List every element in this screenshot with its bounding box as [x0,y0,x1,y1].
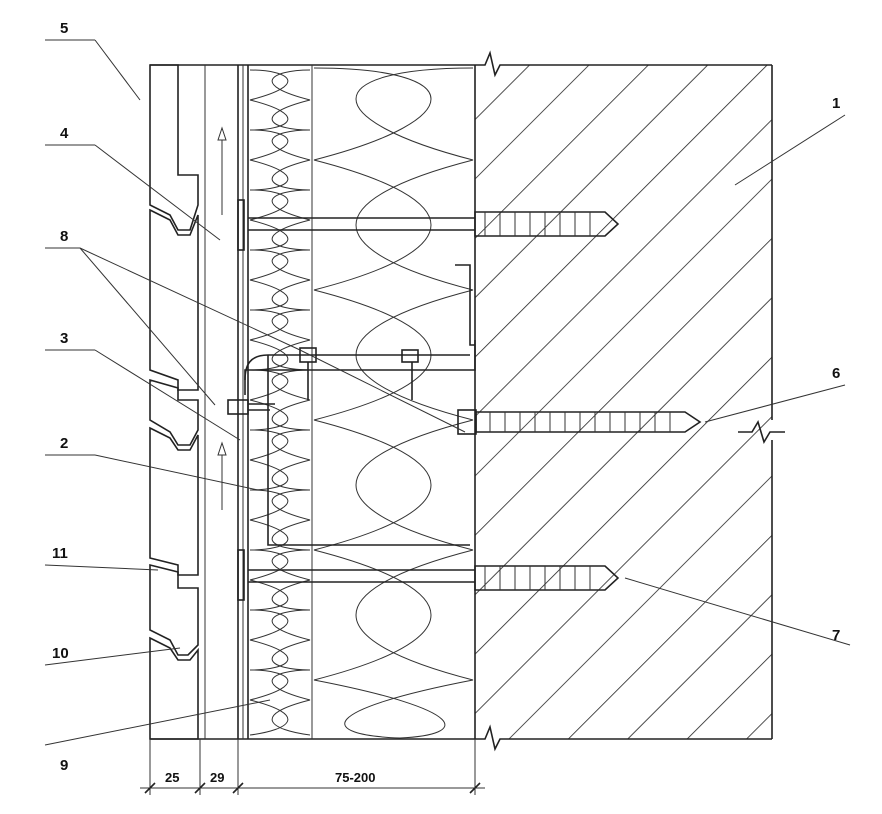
anchor-dowel-top [237,199,620,251]
callout-3: 3 [60,330,68,347]
vertical-guide-rail [204,65,244,739]
callout-9: 9 [60,757,68,774]
callout-4: 4 [60,125,69,142]
callout-2: 2 [60,435,68,452]
anchor-dowel-bottom [237,549,620,601]
support-bracket [227,264,476,546]
callout-5: 5 [60,20,68,37]
callout-10: 10 [52,645,69,662]
dimension-line [140,739,485,795]
callout-11: 11 [52,545,68,562]
callout-leaders [44,39,851,746]
dim-insulation: 75-200 [335,770,375,785]
dim-cladding: 25 [165,770,179,785]
callout-1: 1 [832,95,840,112]
callout-6: 6 [832,365,840,382]
cladding-panels [149,64,199,740]
anchor-dowel-middle [457,409,702,435]
concrete-wall [150,50,785,752]
callout-8: 8 [60,228,68,245]
insulation-layer [247,65,474,739]
callout-7: 7 [832,627,840,644]
dim-air-gap: 29 [210,770,224,785]
airflow-arrows [217,126,227,510]
